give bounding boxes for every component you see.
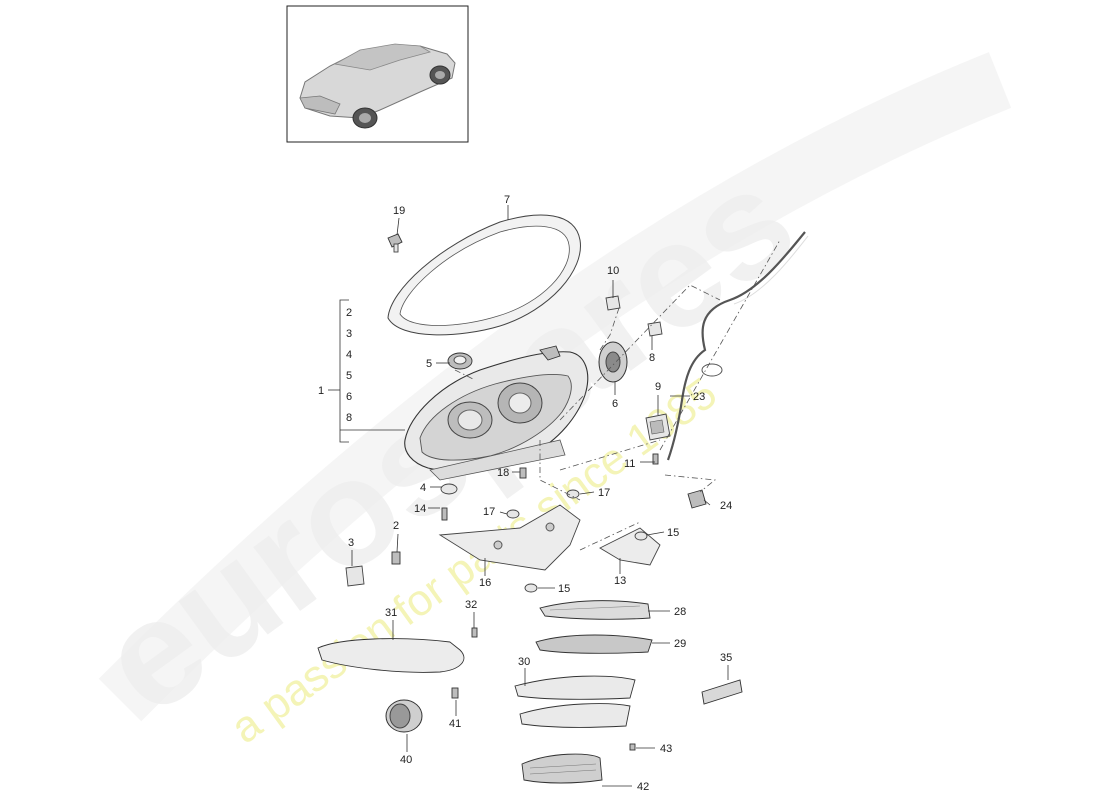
part-15-nut-b: [524, 583, 538, 593]
callout-group-5: 5: [346, 370, 352, 382]
part-11-screw: [652, 453, 659, 465]
part-42-lower-grille: [521, 753, 603, 784]
part-5-cap: [447, 352, 473, 370]
part-7-headlight-seal: [387, 214, 581, 336]
callout-19: 19: [393, 205, 405, 217]
leader-lines: [351, 205, 729, 787]
callout-28: 28: [674, 606, 686, 618]
part-31-drl-strip: [317, 638, 465, 673]
callout-5: 5: [426, 358, 432, 370]
callout-29: 29: [674, 638, 686, 650]
callout-43: 43: [660, 743, 672, 755]
part-28-grille: [539, 600, 651, 620]
callout-11: 11: [624, 458, 635, 470]
part-18-screw: [519, 467, 527, 479]
part-16-bracket: [438, 504, 581, 571]
assembly-lines: [454, 239, 781, 551]
callout-6: 6: [612, 398, 618, 410]
callout-32: 32: [465, 599, 477, 611]
part-2-bulb: [391, 551, 401, 565]
part-30-trim: [514, 675, 636, 728]
callout-7: 7: [504, 194, 510, 206]
callout-31: 31: [385, 607, 397, 619]
part-14-screw: [441, 507, 448, 521]
callout-18: 18: [497, 467, 509, 479]
callout-42: 42: [637, 781, 649, 793]
callout-14: 14: [414, 503, 426, 515]
vehicle-thumbnail: [286, 5, 469, 143]
part-3-ballast: [345, 565, 365, 587]
callout-15-right: 15: [667, 527, 679, 539]
part-32-screw: [471, 627, 478, 638]
part-40-fog-lamp: [385, 699, 423, 733]
callout-17-left: 17: [483, 506, 495, 518]
part-35-side-marker: [701, 679, 743, 705]
callout-16: 16: [479, 577, 491, 589]
group-1-bracket: [328, 299, 405, 443]
callout-13: 13: [614, 575, 626, 587]
callout-1: 1: [318, 385, 324, 397]
callout-group-3: 3: [346, 328, 352, 340]
part-23-wiring-harness: [666, 231, 809, 461]
callout-4: 4: [420, 482, 426, 494]
part-6-cover: [598, 341, 628, 383]
callout-23: 23: [693, 391, 705, 403]
callout-2: 2: [393, 520, 399, 532]
callout-17-right: 17: [598, 487, 610, 499]
part-8-clip: [647, 321, 663, 337]
part-24-connector: [687, 489, 707, 509]
callout-24: 24: [720, 500, 732, 512]
part-41-screw: [451, 687, 459, 699]
part-10-clip: [605, 295, 621, 311]
callout-35: 35: [720, 652, 732, 664]
car-icon: [299, 43, 456, 129]
part-29-grille: [535, 634, 653, 654]
part-15-nut-a: [634, 531, 648, 541]
callout-30: 30: [518, 656, 530, 668]
callout-group-4: 4: [346, 349, 352, 361]
part-17-nut-b: [566, 489, 580, 499]
callout-9: 9: [655, 381, 661, 393]
part-1-headlight-assembly: [404, 345, 589, 481]
part-43-screw: [629, 743, 636, 751]
part-9-module: [645, 413, 671, 441]
part-17-nut-a: [506, 509, 520, 519]
part-4-grommet: [440, 483, 458, 495]
callout-labels: 1 2 3 4 5 6 8 19 7 10 8 5 6 9 23 11 18 4…: [318, 194, 732, 793]
callout-40: 40: [400, 754, 412, 766]
callout-3: 3: [348, 537, 354, 549]
callout-group-6: 6: [346, 391, 352, 403]
callout-group-2: 2: [346, 307, 352, 319]
callout-41: 41: [449, 718, 461, 730]
callout-group-8: 8: [346, 412, 352, 424]
part-13-bracket: [599, 527, 661, 566]
callout-8: 8: [649, 352, 655, 364]
part-19-screw: [387, 233, 403, 253]
callout-15-bottom: 15: [558, 583, 570, 595]
callout-10: 10: [607, 265, 619, 277]
